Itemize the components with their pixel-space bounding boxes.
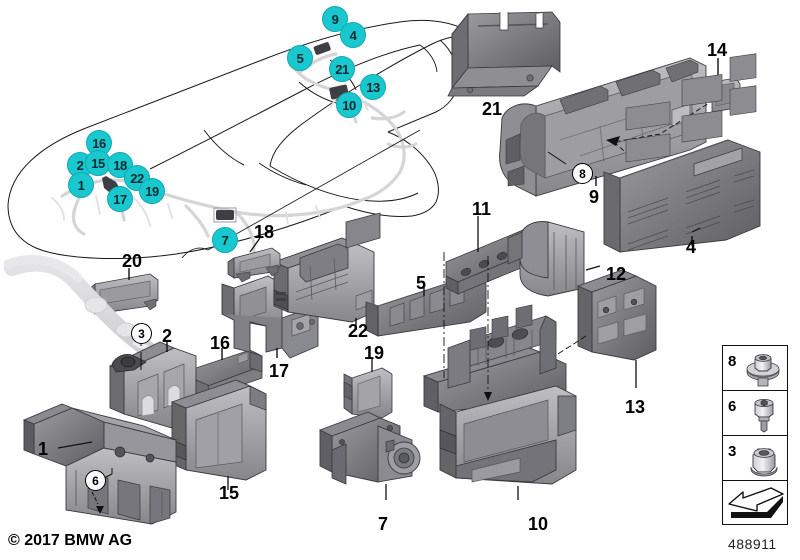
part-label-17: 17 bbox=[269, 361, 290, 381]
part-label-8: 8 bbox=[572, 163, 593, 184]
legend-row-6: 6 bbox=[723, 391, 787, 436]
part-12-harness-cover bbox=[507, 221, 601, 297]
part-17-mounting-bracket bbox=[221, 275, 319, 373]
part-label-3: 3 bbox=[131, 323, 152, 344]
part-21-bracket-cover bbox=[447, 11, 561, 97]
part-4-fuse-carrier bbox=[603, 53, 761, 253]
part-label-4: 4 bbox=[686, 237, 697, 257]
hex-flange-nut-icon bbox=[750, 448, 778, 477]
legend-row-3: 3 bbox=[723, 436, 787, 481]
part-18-guide-line bbox=[181, 129, 421, 259]
part-label-2: 2 bbox=[162, 326, 173, 346]
part-14-arrowhead bbox=[606, 136, 620, 146]
diagram-number: 488911 bbox=[728, 536, 777, 552]
legend-number-6: 6 bbox=[728, 398, 737, 415]
part-label-11: 11 bbox=[472, 199, 492, 219]
part-label-9: 9 bbox=[589, 187, 600, 207]
part-label-19: 19 bbox=[364, 343, 385, 363]
legend-number-8: 8 bbox=[728, 353, 737, 370]
socket-head-bolt-icon bbox=[754, 399, 774, 433]
part-7-blower-actuator bbox=[318, 411, 421, 500]
part-label-15: 15 bbox=[219, 483, 240, 503]
harness-connector-outline bbox=[213, 207, 237, 223]
part-label-13: 13 bbox=[625, 397, 646, 417]
callout-10[interactable]: 10 bbox=[336, 92, 362, 118]
part-label-14: 14 bbox=[707, 40, 728, 60]
part-15-housing-cover bbox=[170, 379, 267, 490]
vehicle-body-outline bbox=[7, 19, 477, 259]
vehicle-detail-lines bbox=[258, 44, 438, 186]
callout-7[interactable]: 7 bbox=[212, 227, 238, 253]
part-label-1: 1 bbox=[38, 439, 49, 459]
callout-5[interactable]: 5 bbox=[287, 45, 313, 71]
part-13-side-support-bracket bbox=[576, 269, 657, 388]
part-label-6: 6 bbox=[85, 470, 106, 491]
part-label-5: 5 bbox=[416, 273, 427, 293]
callout-19[interactable]: 19 bbox=[139, 178, 165, 204]
part-1-battery-tray-base bbox=[22, 403, 177, 525]
part-label-21: 21 bbox=[482, 99, 503, 119]
callout-18[interactable]: 18 bbox=[107, 152, 133, 178]
part-10-power-distribution-carrier bbox=[422, 252, 577, 500]
callout-1[interactable]: 1 bbox=[68, 172, 94, 198]
hex-flange-bolt-with-washer-icon bbox=[746, 354, 780, 387]
part-22-control-module bbox=[272, 212, 381, 330]
part-label-20: 20 bbox=[122, 251, 143, 271]
part-label-7: 7 bbox=[378, 514, 389, 534]
callout-13[interactable]: 13 bbox=[360, 74, 386, 100]
part-9-power-distribution-housing bbox=[499, 57, 707, 197]
copyright-notice: © 2017 BMW AG bbox=[8, 532, 133, 549]
part-19-end-cap bbox=[343, 358, 393, 419]
legend-row-8: 8 bbox=[723, 346, 787, 391]
part-label-12: 12 bbox=[606, 264, 627, 284]
legend-number-3: 3 bbox=[728, 443, 737, 460]
part-18-protective-cap bbox=[227, 237, 281, 283]
part-label-18: 18 bbox=[254, 222, 275, 242]
callout-17[interactable]: 17 bbox=[107, 186, 133, 212]
callout-21[interactable]: 21 bbox=[329, 56, 355, 82]
part-label-22: 22 bbox=[348, 321, 369, 341]
direction-arrow-icon bbox=[728, 487, 784, 518]
fastener-legend: 8 6 3 bbox=[722, 345, 788, 525]
callout-4[interactable]: 4 bbox=[340, 22, 366, 48]
callout-15[interactable]: 15 bbox=[85, 150, 111, 176]
part-label-10: 10 bbox=[528, 514, 549, 534]
part-label-16: 16 bbox=[210, 333, 231, 353]
legend-row-arrow bbox=[723, 481, 787, 526]
